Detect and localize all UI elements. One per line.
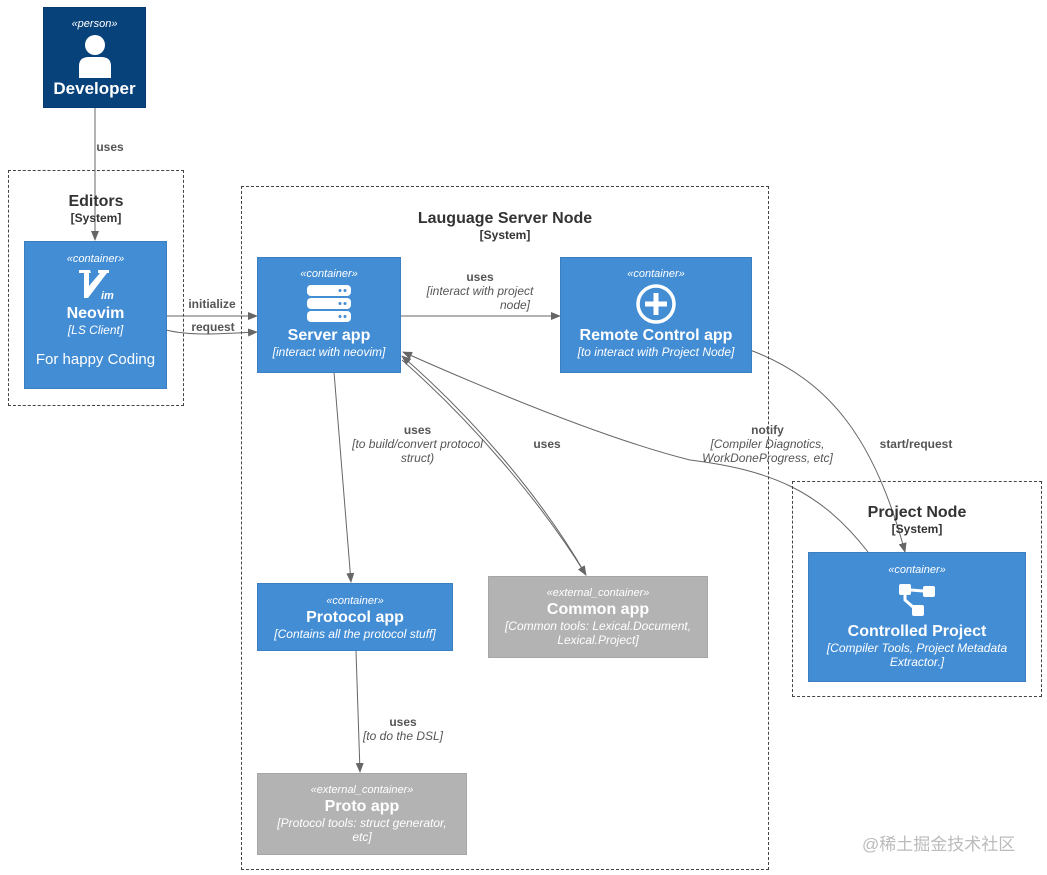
container-name: Controlled Project [847,623,987,640]
boundary-title: Editors [68,193,124,210]
container-desc-line2: Extractor.] [889,655,945,669]
label-server-protocol: uses [to build/convert protocol struct) [352,423,483,465]
label-initialize: initialize [188,297,236,311]
label-developer-uses: uses [96,140,124,154]
label-server-common: uses [533,437,561,451]
container-name: Protocol app [306,609,404,626]
container-name: Remote Control app [579,327,733,344]
watermark: @稀土掘金技术社区 [862,835,1016,854]
container-desc-line1: [Common tools: Lexical.Document, [504,619,692,633]
stereotype: «container» [627,268,685,280]
boundary-type: [System] [479,228,531,242]
container-desc: [to interact with Project Node] [577,345,735,359]
server-node-boundary: Lauguage Server Node [System] [241,186,769,870]
container-desc: [Contains all the protocol stuff] [274,627,436,641]
label-start-request: start/request [879,437,953,451]
arrow-server-common-return [401,355,587,576]
server-stack-icon [307,285,351,322]
developer-person[interactable]: «person» Developer [43,7,146,108]
arrow-request [165,328,258,337]
label-notify: notify [Compiler Diagnotics, WorkDonePro… [702,423,833,465]
arrow-notify [402,351,869,553]
protocol-app-container[interactable]: «container» Protocol app [Contains all t… [257,583,453,651]
stereotype: «external_container» [546,587,650,599]
boundary-title: Lauguage Server Node [417,210,593,227]
container-desc-line2: etc] [352,830,372,844]
vim-logo-icon: im [78,270,114,302]
controlled-project-container[interactable]: «container» Controlled Project [Compiler… [808,552,1026,682]
editors-boundary: Editors [System] [8,170,184,406]
proto-app-container[interactable]: «external_container» Proto app [Protocol… [257,773,467,855]
plus-circle-icon [636,284,676,324]
container-extra: For happy Coding [35,351,156,368]
stereotype: «container» [326,595,384,607]
container-desc-line2: Lexical.Project] [557,633,639,647]
container-tech: [LS Client] [67,323,124,337]
stereotype: «external_container» [310,784,414,796]
container-name: Common app [546,601,650,618]
stereotype: «container» [888,564,946,576]
container-name: Neovim [66,305,125,322]
stereotype: «person» [71,18,118,30]
container-desc: [interact with neovim] [272,345,386,359]
person-name: Developer [53,79,136,98]
stereotype: «container» [300,268,358,280]
label-protocol-proto: uses [to do the DSL] [362,715,444,743]
common-app-container[interactable]: «external_container» Common app [Common … [488,576,708,658]
boundary-type: [System] [70,211,122,225]
neovim-container[interactable]: «container» im Neovim [LS Client] For ha… [24,241,167,389]
stereotype: «container» [66,253,125,265]
arrow-protocol-proto [355,650,364,773]
boundary-title: Project Node [867,504,967,521]
container-name: Server app [287,327,371,344]
svg-text:im: im [101,290,114,302]
container-desc-line1: [Compiler Tools, Project Metadata [826,641,1008,655]
container-desc-line1: [Protocol tools: struct generator, [277,816,447,830]
server-app-container[interactable]: «container» Server app [interact with ne… [257,257,401,373]
label-server-remote: uses [interact with project node] [426,270,534,312]
boundary-type: [System] [891,522,943,536]
person-icon [78,35,111,78]
arrow-server-protocol [333,371,355,583]
label-request: request [191,320,235,334]
container-name: Proto app [324,798,400,815]
project-node-boundary: Project Node [System] [792,481,1042,697]
hierarchy-icon [899,584,935,616]
remote-control-container[interactable]: «container» Remote Control app [to inter… [560,257,752,373]
arrow-server-common [401,359,587,576]
arrow-start-request [749,349,907,553]
